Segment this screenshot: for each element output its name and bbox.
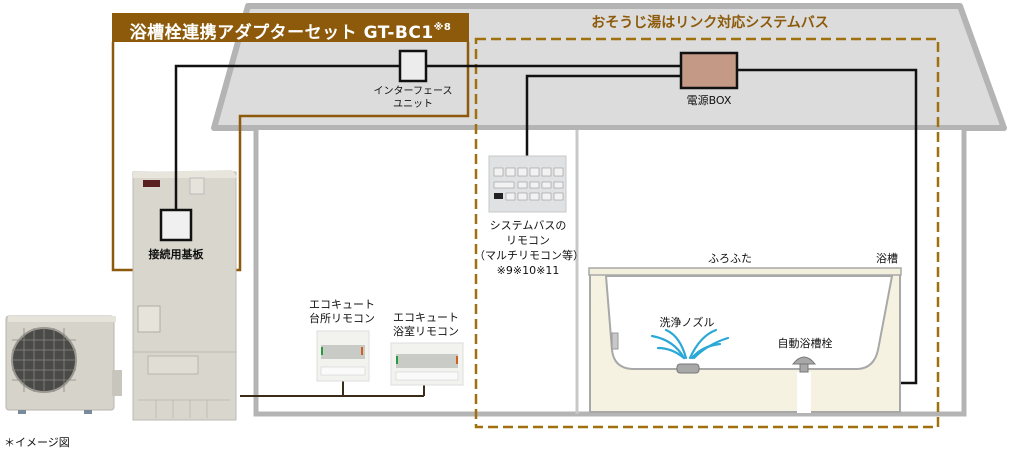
auto-drain-plug-label: 自動浴槽栓 [777, 337, 833, 350]
interface-unit-label-line2: ユニット [393, 99, 433, 110]
power-box-label: 電源BOX [686, 94, 732, 107]
kitchen-remote-label-line1: エコキュート [309, 298, 375, 311]
bath-remote-panel [390, 342, 464, 386]
remote-wiring [240, 381, 425, 397]
system-bath-remote-label-line1: システムバスの [489, 219, 567, 232]
power-box [679, 51, 739, 90]
auto-drain-plug-icon [791, 356, 817, 373]
water-spray-icon [650, 328, 730, 360]
adapter-set-title-text: 浴槽栓連携アダプターセット GT-BC1 [129, 23, 434, 43]
system-bath-boundary [474, 37, 940, 429]
bath-remote-label: エコキュート 浴室リモコン [386, 311, 466, 339]
system-bath-title: おそうじ湯はリンク対応システムバス [591, 15, 829, 31]
bath-remote-label-line1: エコキュート [393, 311, 459, 324]
adapter-set-boundary [111, 42, 470, 272]
connection-board-label: 接続用基板 [148, 248, 204, 261]
bath-lid-label: ふろふた [708, 252, 752, 265]
interface-unit-label-line1: インターフェース [373, 86, 453, 97]
system-bath-remote-label: システムバスの リモコン （マルチリモコン等） ※9※10※11 [474, 218, 584, 278]
bath-remote-label-line2: 浴室リモコン [393, 325, 459, 338]
adapter-set-note-ref: ※8 [433, 22, 452, 33]
system-bath-remote-label-line2: リモコン [506, 234, 550, 247]
kitchen-remote-label-line2: 台所リモコン [309, 312, 375, 325]
cleaning-nozzle-label: 洗浄ノズル [659, 316, 715, 329]
connection-board-box [159, 208, 193, 242]
system-bath-remote-label-line4: ※9※10※11 [496, 264, 560, 277]
hot-water-tank [132, 170, 238, 421]
interface-unit-box [398, 49, 428, 83]
adapter-set-title: 浴槽栓連携アダプターセット GT-BC1※8 [112, 13, 469, 43]
heat-pump-unit [5, 315, 122, 414]
cleaning-nozzle-icon [676, 363, 700, 374]
interface-unit-label: インターフェース ユニット [370, 85, 456, 111]
bathtub [588, 267, 902, 413]
system-bath-remote-label-line3: （マルチリモコン等） [474, 249, 584, 262]
kitchen-remote-panel [316, 330, 370, 382]
image-note: ＊イメージ図 [4, 436, 70, 449]
bathtub-label: 浴槽 [876, 252, 898, 265]
system-bath-remote-panel [488, 155, 567, 213]
kitchen-remote-label: エコキュート 台所リモコン [302, 298, 382, 326]
